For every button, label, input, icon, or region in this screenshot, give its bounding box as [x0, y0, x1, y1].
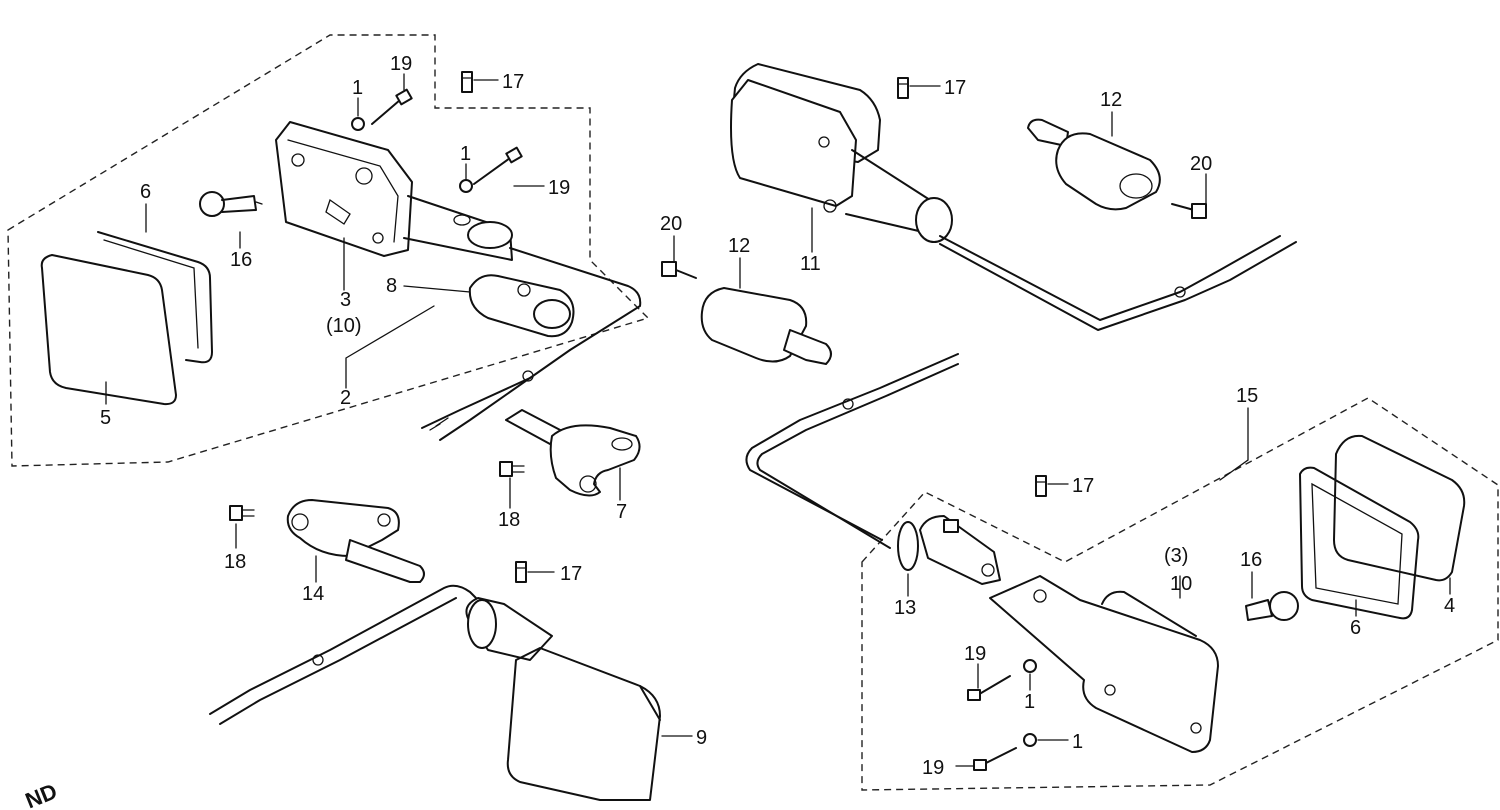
screw-17-rear — [1035, 475, 1047, 497]
screw-19-rear-bottom — [973, 747, 1017, 771]
washer-1-middle — [459, 179, 473, 193]
label-part-12: 12 — [728, 235, 750, 257]
label-part-20: 20 — [660, 213, 682, 235]
label-part-1: 1 — [1072, 731, 1083, 753]
label-part-9: 9 — [696, 727, 707, 749]
label-part-5: 5 — [100, 407, 111, 429]
bolt-18-left — [229, 505, 255, 521]
label-part-1: 1 — [352, 77, 363, 99]
label-part-19: 19 — [964, 643, 986, 665]
label-part-19: 19 — [922, 757, 944, 779]
bolt-18-right — [499, 461, 525, 477]
label-part-18: 18 — [224, 551, 246, 573]
screw-17-top-left — [461, 71, 473, 93]
stay-12-lower — [700, 287, 832, 365]
lens-gasket-6-rear — [1299, 466, 1420, 620]
label-part-3: 3 — [340, 289, 351, 311]
screw-19-rear-top — [967, 675, 1011, 701]
washer-1-rear-bottom — [1023, 733, 1037, 747]
signal-housing-3 — [275, 121, 513, 261]
label-part-19: 19 — [548, 177, 570, 199]
group-boundary-rear-right — [861, 397, 1499, 791]
turn-signal-lens-4 — [1333, 434, 1466, 582]
lens-gasket-6 — [97, 231, 213, 364]
bracket-14 — [286, 499, 425, 583]
stay-12-upper — [1027, 118, 1161, 211]
label-part-8: 8 — [386, 275, 397, 297]
label-part-17: 17 — [560, 563, 582, 585]
bulb-16-rear — [1245, 591, 1299, 621]
part-labels: 1 19 17 1 19 6 16 3 (10) 8 2 5 17 12 20 … — [22, 53, 1455, 810]
label-part-15: 15 — [1236, 385, 1258, 407]
turn-signal-assembly-11 — [730, 63, 1297, 331]
washer-1-top — [351, 117, 365, 131]
rubber-seal-13 — [897, 521, 919, 571]
bolt-20-right — [1171, 203, 1207, 219]
label-part-6: 6 — [140, 181, 151, 203]
turn-signal-assembly-9 — [209, 584, 661, 801]
corner-text: ND — [22, 778, 61, 810]
bolt-20-left — [661, 261, 697, 279]
label-part-2: 2 — [340, 387, 351, 409]
signal-stay-8 — [468, 274, 575, 338]
screw-19-top — [371, 88, 413, 125]
label-part-13: 13 — [894, 597, 916, 619]
label-part-14: 14 — [302, 583, 324, 605]
leader-lines — [105, 73, 1451, 767]
screw-19-middle — [473, 146, 523, 185]
label-part-3: (3) — [1164, 545, 1188, 567]
label-part-19: 19 — [390, 53, 412, 75]
bulb-16 — [199, 191, 263, 217]
label-part-17: 17 — [944, 77, 966, 99]
label-part-10: 10 — [1170, 573, 1192, 595]
group-boundary-front-left — [7, 34, 650, 467]
label-part-18: 18 — [498, 509, 520, 531]
signal-housing-10 — [989, 575, 1219, 753]
label-part-1: 1 — [1024, 691, 1035, 713]
screw-17-top-right — [897, 77, 909, 99]
bracket-7 — [505, 409, 641, 497]
screw-17-lower — [515, 561, 527, 583]
label-part-11: 11 — [800, 253, 821, 275]
signal-stay-rear — [919, 515, 1001, 585]
wire-harness-front-left — [421, 247, 642, 441]
label-part-7: 7 — [616, 501, 627, 523]
wire-harness-rear-right — [745, 353, 959, 549]
label-part-16: 16 — [1240, 549, 1262, 571]
washer-1-rear-top — [1023, 659, 1037, 673]
turn-signal-lens-5 — [40, 254, 177, 406]
label-part-17: 17 — [1072, 475, 1094, 497]
label-part-1: 1 — [460, 143, 471, 165]
label-part-20: 20 — [1190, 153, 1212, 175]
label-part-12: 12 — [1100, 89, 1122, 111]
label-part-17: 17 — [502, 71, 524, 93]
label-part-4: 4 — [1444, 595, 1455, 617]
label-part-16: 16 — [230, 249, 252, 271]
label-part-6: 6 — [1350, 617, 1361, 639]
label-part-10: (10) — [326, 315, 362, 337]
